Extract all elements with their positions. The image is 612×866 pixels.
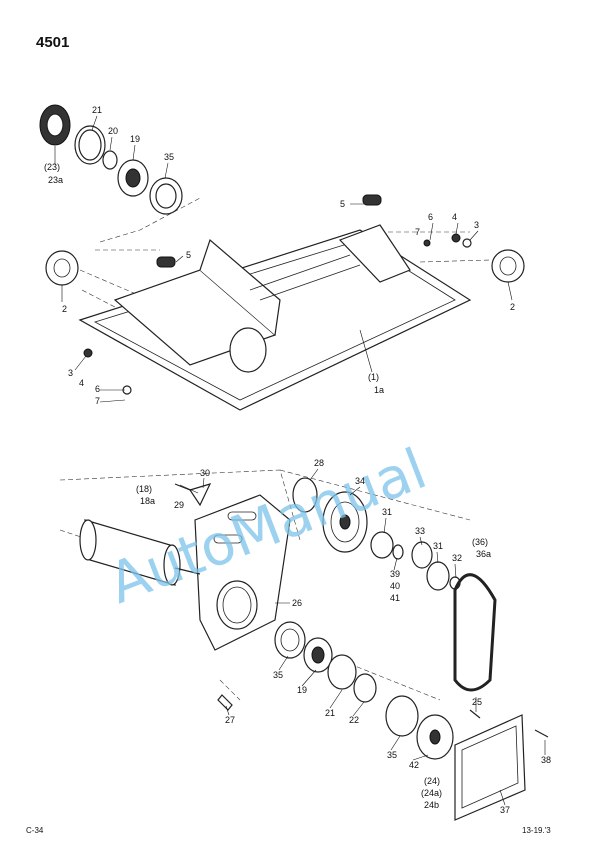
label-31-b: 31 [433, 541, 443, 551]
footer-doc-ref: 13-19.'3 [522, 826, 551, 835]
label-35-low: 35 [387, 750, 397, 760]
part-20-ring [102, 150, 118, 170]
label-2-right: 2 [510, 302, 515, 312]
label-21-mid: 21 [325, 708, 335, 718]
label-37: 37 [500, 805, 510, 815]
shaft-18 [79, 519, 201, 586]
part-2-mount-right [491, 249, 525, 283]
label-33: 33 [415, 526, 425, 536]
label-18: (18) [136, 484, 152, 494]
label-3-left: 3 [68, 368, 73, 378]
label-24b: 24b [424, 800, 439, 810]
label-3-top: 3 [474, 220, 479, 230]
label-1a: 1a [374, 385, 384, 395]
base-frame-1 [78, 224, 472, 411]
leader-lines [54, 115, 546, 806]
belt-36 [453, 573, 497, 692]
label-42: 42 [409, 760, 419, 770]
label-36: (36) [472, 537, 488, 547]
label-26: 26 [292, 598, 302, 608]
label-18a: 18a [140, 496, 155, 506]
label-24a: (24a) [421, 788, 442, 798]
label-4-left: 4 [79, 378, 84, 388]
label-32: 32 [452, 553, 462, 563]
label-22: 22 [349, 715, 359, 725]
label-23a: 23a [48, 175, 63, 185]
label-4-top: 4 [452, 212, 457, 222]
label-28: 28 [314, 458, 324, 468]
callout-labels: 21 20 19 35 (23) 23a 5 6 7 4 3 5 2 2 3 4… [44, 105, 551, 815]
label-24: (24) [424, 776, 440, 786]
part-31-bearing-b [426, 561, 450, 591]
label-6-top: 6 [428, 212, 433, 222]
label-21: 21 [92, 105, 102, 115]
label-23: (23) [44, 162, 60, 172]
label-2-left: 2 [62, 304, 67, 314]
label-19-mid: 19 [297, 685, 307, 695]
label-19: 19 [130, 134, 140, 144]
label-31-a: 31 [382, 507, 392, 517]
cover-37 [454, 714, 526, 821]
label-34: 34 [355, 476, 365, 486]
label-40: 40 [390, 581, 400, 591]
label-36a: 36a [476, 549, 491, 559]
label-35: 35 [164, 152, 174, 162]
label-5-top: 5 [340, 199, 345, 209]
page-code: 4501 [36, 34, 70, 51]
label-20: 20 [108, 126, 118, 136]
footer-page-ref: C-34 [26, 826, 44, 835]
label-27: 27 [225, 715, 235, 725]
pulley-stack [292, 477, 461, 591]
label-6-left: 6 [95, 384, 100, 394]
label-5-left: 5 [186, 250, 191, 260]
rubber-mounts [45, 194, 525, 395]
label-29: 29 [174, 500, 184, 510]
label-7-left: 7 [95, 396, 100, 406]
part-5-cap-left [156, 256, 176, 268]
bearing-cluster-bottom [274, 621, 454, 760]
label-41: 41 [390, 593, 400, 603]
label-39: 39 [390, 569, 400, 579]
part-5-cap-right [362, 194, 382, 206]
bolts [174, 483, 549, 738]
part-33-ring [411, 541, 433, 569]
label-35-mid: 35 [273, 670, 283, 680]
bearing-cluster-top [39, 104, 183, 215]
label-38: 38 [541, 755, 551, 765]
label-30: 30 [200, 468, 210, 478]
bracket-30 [179, 483, 212, 507]
part-31-bearing-a [370, 531, 394, 559]
label-25: 25 [472, 697, 482, 707]
part-2-mount-left [45, 250, 79, 286]
housing-26 [194, 494, 291, 651]
part-28-hub [292, 477, 318, 513]
label-1: (1) [368, 372, 379, 382]
label-7-top: 7 [415, 227, 420, 237]
